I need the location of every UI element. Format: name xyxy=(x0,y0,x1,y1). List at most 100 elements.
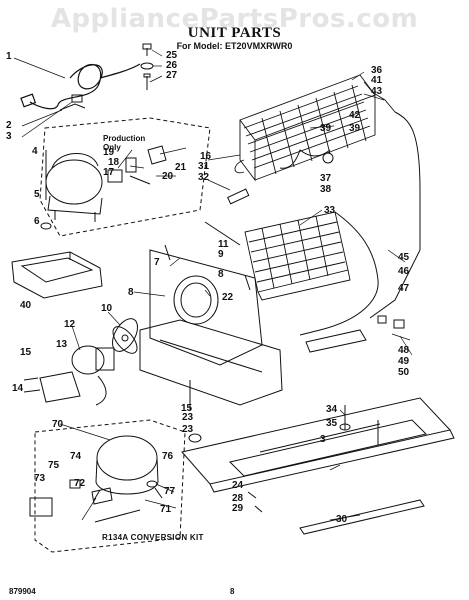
callout-21: 21 xyxy=(175,162,187,173)
fan-blade xyxy=(112,318,138,354)
callout-39: 39 xyxy=(320,123,332,134)
fan-motor xyxy=(39,345,115,406)
callout-6: 6 xyxy=(34,216,40,227)
clip-46 xyxy=(377,315,387,324)
fan-shroud xyxy=(149,244,263,366)
unit-floor-plate xyxy=(139,319,283,406)
drain-trough-48 xyxy=(305,329,367,353)
screw-14 xyxy=(23,389,41,393)
callout-23: 23 xyxy=(182,412,194,423)
callout-46: 46 xyxy=(398,266,410,277)
screw-set-34-35 xyxy=(339,405,351,431)
relay-overload-parts xyxy=(107,145,167,185)
production-only-note: Production Only xyxy=(103,134,146,152)
callout-27: 27 xyxy=(166,70,178,81)
callout-74: 74 xyxy=(70,451,82,462)
callout-28: 28 xyxy=(232,493,244,504)
callout-42: 42 xyxy=(349,110,361,121)
callout-26: 26 xyxy=(166,60,178,71)
callout-15-center: 15 xyxy=(181,403,193,414)
callout-1: 1 xyxy=(6,51,12,62)
callout-3: 3 xyxy=(6,131,12,142)
mounting-clip-37 xyxy=(322,152,334,164)
callout-72: 72 xyxy=(74,478,86,489)
callout-47: 47 xyxy=(398,283,410,294)
callout-36: 36 xyxy=(371,65,383,76)
callout-13: 13 xyxy=(56,339,68,350)
callout-18: 18 xyxy=(108,157,120,168)
base-frame xyxy=(181,397,455,493)
callout-7: 7 xyxy=(154,257,160,268)
callout-4: 4 xyxy=(32,146,38,157)
callout-9: 9 xyxy=(218,249,224,260)
capillary-tube xyxy=(299,211,379,336)
screw-set-top xyxy=(140,43,154,90)
callout-14: 14 xyxy=(12,383,24,394)
callout-12: 12 xyxy=(64,319,76,330)
callout-11: 11 xyxy=(218,239,229,250)
compressor-group-box xyxy=(39,117,211,237)
callout-77: 77 xyxy=(164,486,176,497)
screw-15-left xyxy=(23,377,39,381)
callout-41: 41 xyxy=(371,75,383,86)
screw-29 xyxy=(254,505,263,513)
clip-47 xyxy=(393,319,405,329)
watermark: AppliancePartsPros.com xyxy=(50,4,419,34)
evaporator-coil xyxy=(244,211,351,301)
screw-28 xyxy=(247,491,257,499)
leader-lines xyxy=(13,49,413,521)
callout-48: 48 xyxy=(398,345,410,356)
callout-45: 45 xyxy=(398,252,410,263)
callout-5: 5 xyxy=(34,189,40,200)
drain-pan xyxy=(11,251,103,299)
callout-3-base: 3 xyxy=(320,434,326,445)
callout-76: 76 xyxy=(162,451,174,462)
grommet xyxy=(40,222,52,230)
callout-2: 2 xyxy=(6,120,12,131)
callout-75: 75 xyxy=(48,460,60,471)
conversion-kit-box xyxy=(34,419,186,553)
callout-40: 40 xyxy=(20,300,32,311)
callout-32: 32 xyxy=(198,172,210,183)
suction-line xyxy=(369,249,421,319)
callout-8-shroud: 8 xyxy=(218,269,224,280)
callout-25: 25 xyxy=(166,50,178,61)
callout-17: 17 xyxy=(103,167,115,178)
conversion-kit-label: R134A CONVERSION KIT xyxy=(102,533,204,542)
model-number: For Model: ET20VMXRWR0 xyxy=(176,41,293,51)
page-number: 8 xyxy=(230,587,235,596)
callout-23-grommet: 23 xyxy=(182,424,194,435)
callout-20: 20 xyxy=(162,171,174,182)
callout-15: 15 xyxy=(20,347,32,358)
page-title: UNIT PARTS xyxy=(187,25,282,41)
callout-38: 38 xyxy=(320,184,332,195)
condenser-tube xyxy=(394,111,421,250)
callout-10: 10 xyxy=(101,303,113,314)
ground-wire xyxy=(59,103,86,111)
heater-11 xyxy=(204,221,241,246)
grommet-23 xyxy=(188,433,202,443)
callout-39-right: 39 xyxy=(349,123,361,134)
callout-16: 16 xyxy=(200,151,212,162)
callout-73: 73 xyxy=(34,473,46,484)
callout-30: 30 xyxy=(336,514,348,525)
callout-37: 37 xyxy=(320,173,332,184)
callout-50: 50 xyxy=(398,367,410,378)
terminal-block xyxy=(71,94,83,103)
callout-43: 43 xyxy=(371,86,383,97)
document-number: 879904 xyxy=(9,587,36,596)
callout-49: 49 xyxy=(398,356,410,367)
filter-drier xyxy=(227,188,250,205)
compressor xyxy=(45,150,103,222)
kit-parts xyxy=(29,479,158,523)
power-cord xyxy=(20,63,141,110)
callout-8: 8 xyxy=(128,287,134,298)
condenser-coil xyxy=(234,74,396,182)
drier-line xyxy=(279,149,331,169)
callout-22: 22 xyxy=(222,292,234,303)
callout-34: 34 xyxy=(326,404,338,415)
callout-70: 70 xyxy=(52,419,64,430)
callout-19: 19 xyxy=(103,147,115,158)
